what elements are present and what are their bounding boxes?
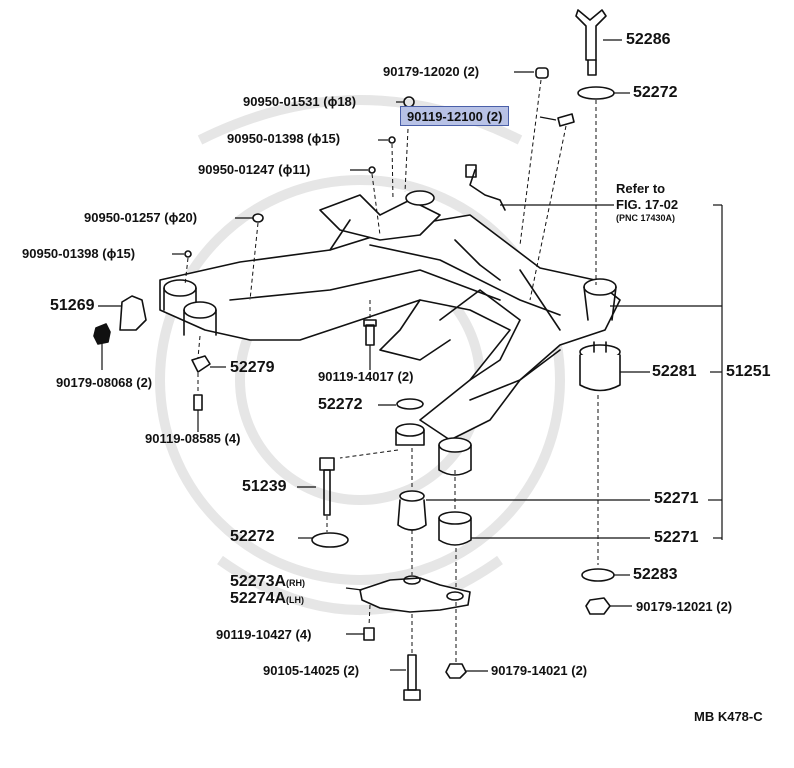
label-90105-14025: 90105-14025 (2) [263, 663, 360, 678]
label-90950-01257: 90950-01257 (ϕ20) [84, 210, 198, 225]
label-90119-14017: 90119-14017 (2) [318, 369, 414, 384]
label-51269: 51269 [50, 297, 95, 314]
diagram-code: MB K478-C [694, 709, 763, 724]
bushing-52271-a [397, 490, 427, 531]
bolt-90119-14017 [363, 319, 377, 346]
label-90179-12020: 90179-12020 (2) [383, 64, 480, 79]
label-90119-12100-highlighted[interactable]: 90119-12100 (2) [400, 106, 510, 126]
stud-52286 [575, 9, 607, 76]
label-52274a-side: (LH) [286, 595, 305, 605]
brake-tube [469, 169, 506, 211]
tube-fitting [465, 164, 477, 178]
label-52271-b: 52271 [654, 529, 699, 546]
label-52272-top: 52272 [633, 84, 678, 101]
nut-90179-14021 [445, 663, 467, 679]
label-90179-12021: 90179-12021 (2) [636, 599, 733, 614]
grommet-90950-01398-a [388, 136, 396, 144]
label-52272-mid: 52272 [318, 396, 363, 413]
label-52273a-number: 52273A [230, 573, 287, 590]
grommet-90950-01257 [252, 213, 264, 223]
label-90119-08585: 90119-08585 (4) [145, 431, 241, 446]
label-refer-fig: FIG. 17-02 [616, 197, 679, 212]
label-52274a-number: 52274A [230, 590, 287, 607]
label-51251: 51251 [726, 363, 771, 380]
bracket-52273a-52274a [359, 575, 471, 613]
nut-90179-08068 [93, 323, 111, 345]
bolt-90119-10427 [363, 627, 375, 641]
label-90179-14021: 90179-14021 (2) [491, 663, 588, 678]
label-52281: 52281 [652, 363, 697, 380]
label-51239: 51239 [242, 478, 287, 495]
dashed-guides [184, 79, 599, 662]
label-90950-01247: 90950-01247 (ϕ11) [198, 162, 311, 177]
washer-52272-top [577, 86, 615, 100]
label-52279: 52279 [230, 359, 275, 376]
label-90950-01531: 90950-01531 (ϕ18) [243, 94, 357, 109]
label-52271-a: 52271 [654, 490, 699, 507]
label-52274a: 52274A(LH) [230, 591, 304, 607]
bushing-52281 [579, 341, 621, 392]
suspension-member-51251 [159, 190, 621, 476]
label-52286: 52286 [626, 31, 671, 48]
nut-90179-12020 [535, 67, 549, 79]
bolt-90105-14025 [403, 654, 421, 701]
grommet-90950-01247 [368, 166, 376, 174]
grommet-90950-01398-b [184, 250, 192, 258]
label-90179-08068: 90179-08068 (2) [56, 375, 153, 390]
washer-52283 [581, 568, 615, 582]
bolt-90119-08585 [193, 394, 203, 411]
bushing-52271-b [438, 511, 472, 546]
label-52283: 52283 [633, 566, 678, 583]
label-90950-01398-a: 90950-01398 (ϕ15) [227, 131, 341, 146]
label-refer-to: Refer to [616, 181, 666, 196]
bracket-51269 [119, 295, 147, 331]
bushing-upper-mount [395, 423, 425, 446]
label-52273a-side: (RH) [286, 578, 306, 588]
leader-lines [98, 39, 723, 672]
label-90119-10427: 90119-10427 (4) [216, 627, 312, 642]
stopper-52279 [191, 355, 211, 373]
bolt-90119-12100 [557, 113, 575, 127]
washer-52272-low [311, 532, 349, 548]
label-refer-pnc: (PNC 17430A) [616, 213, 676, 223]
label-52272-low: 52272 [230, 528, 275, 545]
label-90950-01398-b: 90950-01398 (ϕ15) [22, 246, 136, 261]
washer-52272-mid [396, 398, 424, 410]
label-52273a: 52273A(RH) [230, 574, 305, 590]
nut-90179-12021 [585, 597, 611, 615]
bolt-51239 [319, 457, 335, 516]
